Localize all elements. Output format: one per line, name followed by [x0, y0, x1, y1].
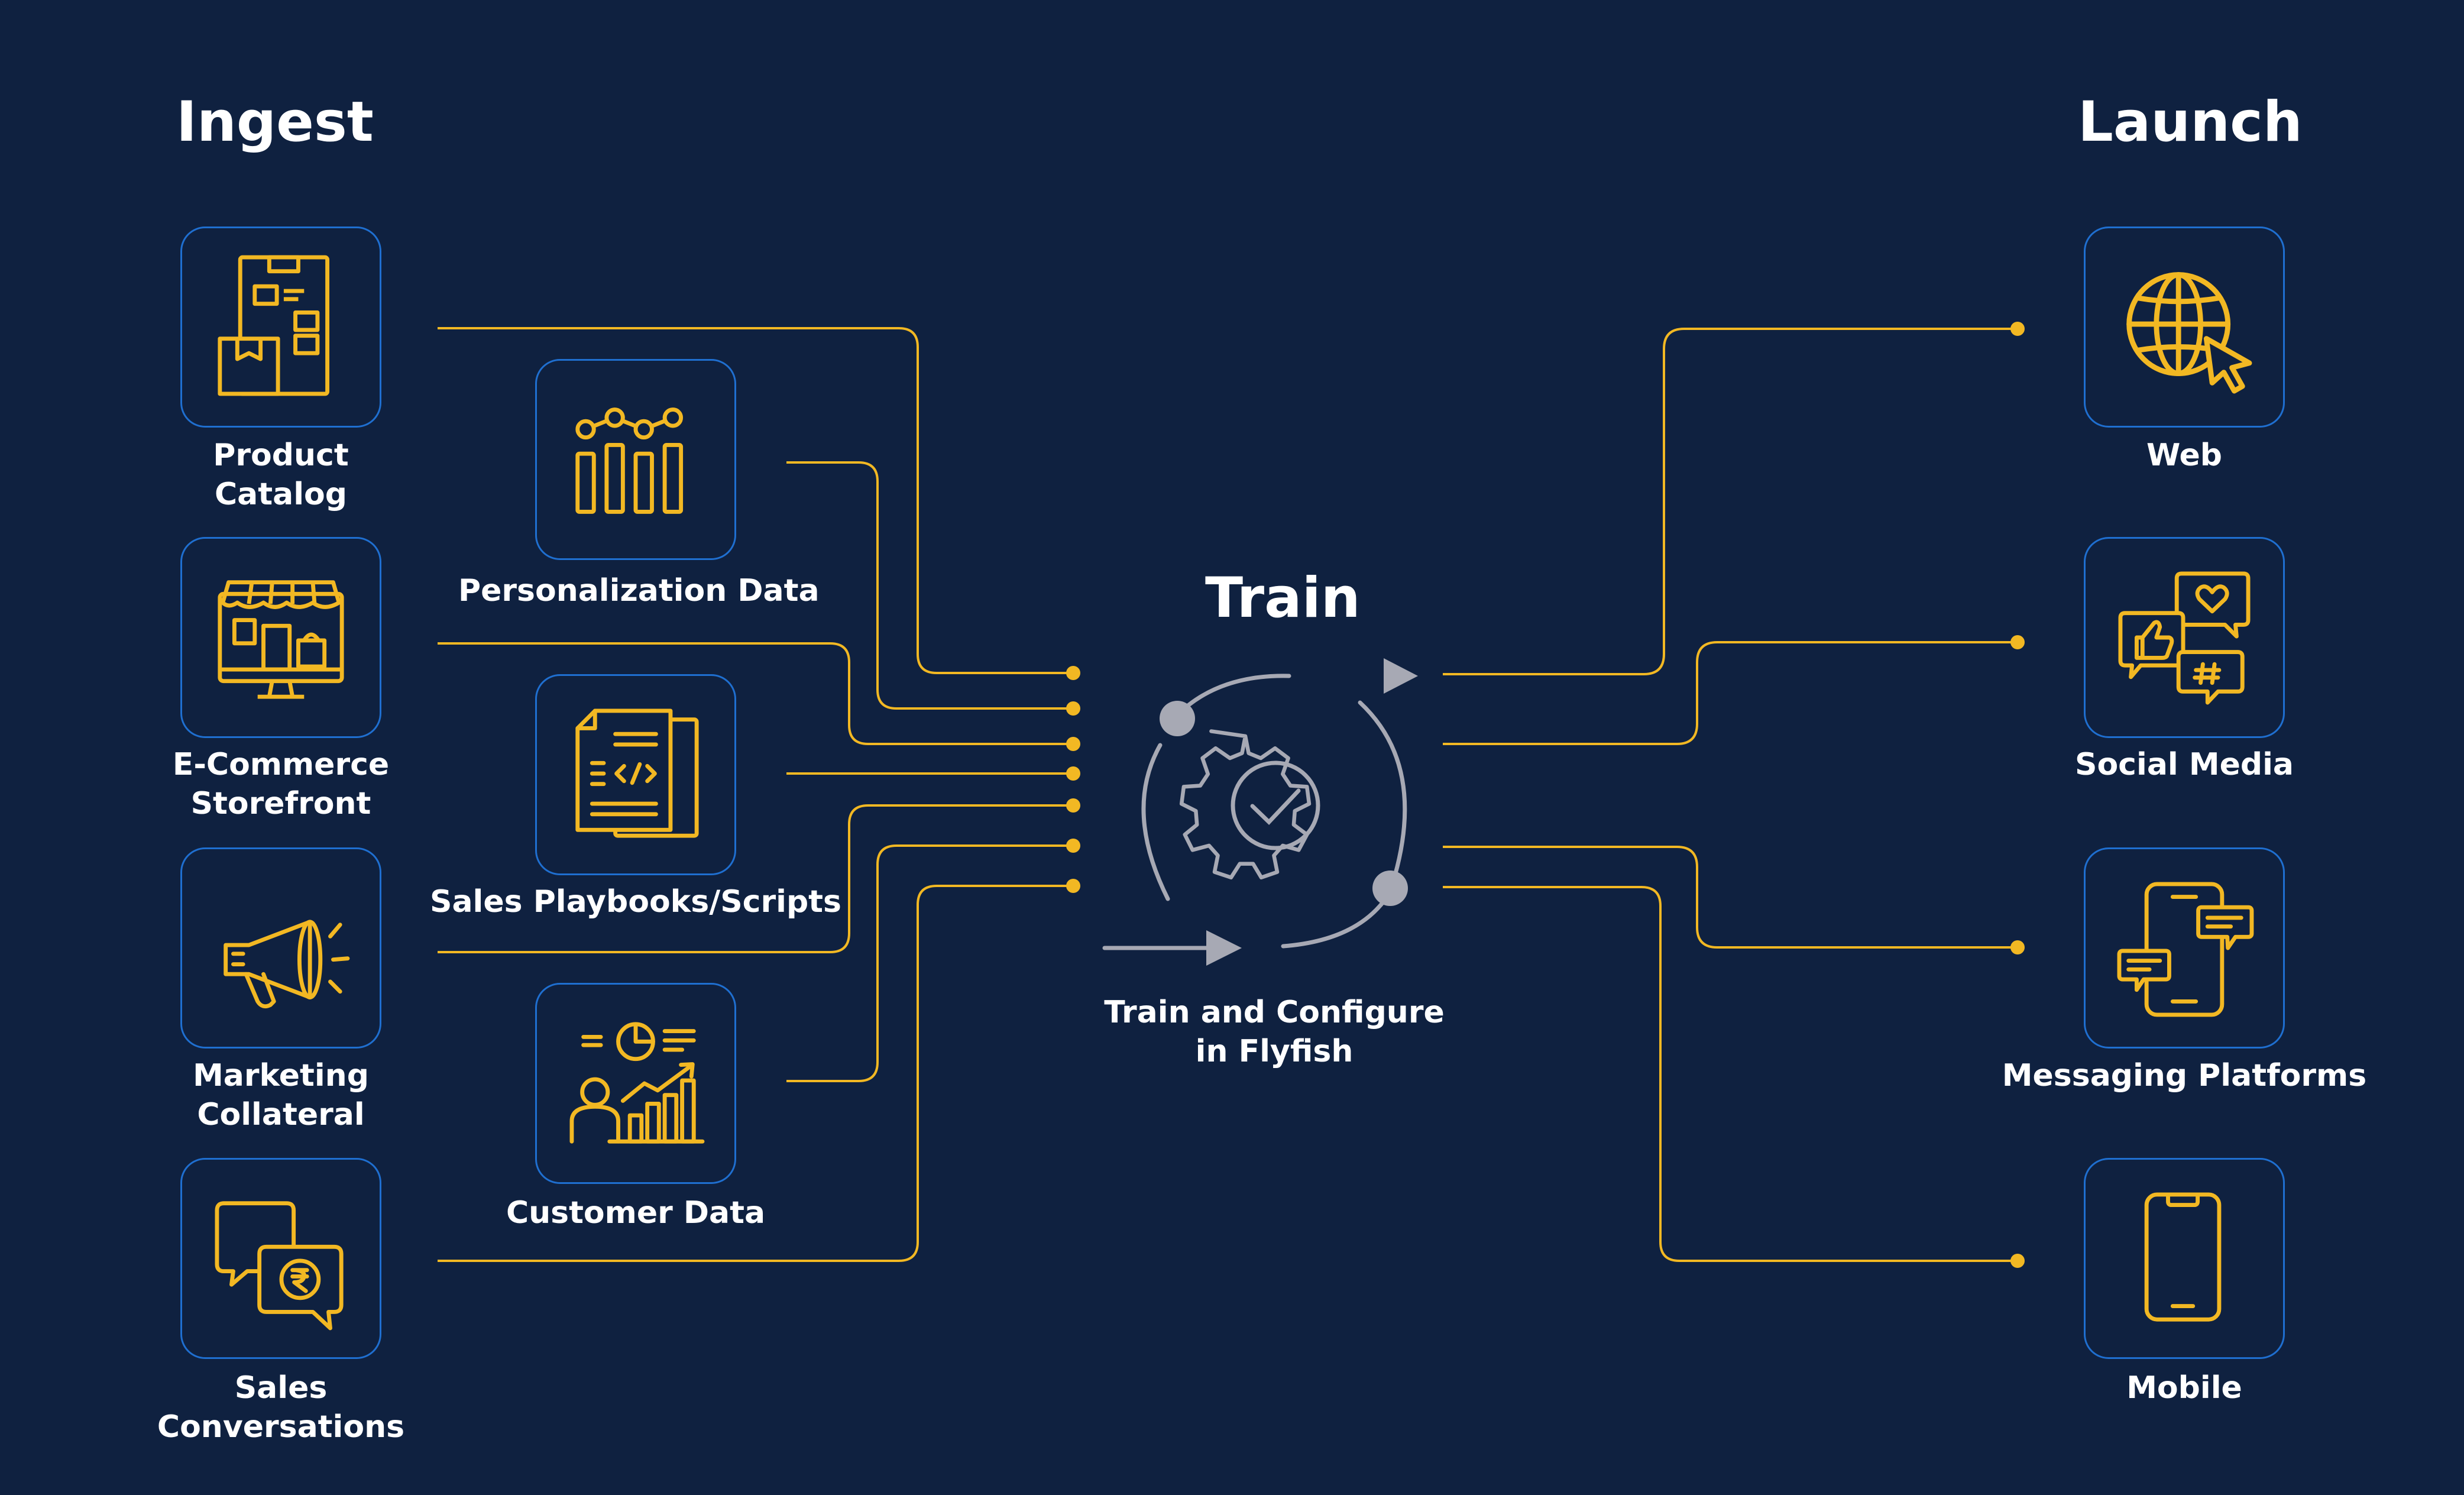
connector-personalization-data — [786, 461, 1073, 710]
personalization-data-label: Personalization Data — [458, 573, 820, 609]
sales-conversations-node — [180, 1158, 381, 1359]
mobile-label: Mobile — [2126, 1370, 2242, 1406]
storefront-icon — [218, 580, 344, 699]
junction-dot — [1066, 839, 1080, 853]
train-heading: Train — [1205, 566, 1361, 630]
product-catalog-node — [180, 226, 381, 428]
junction-dot — [2010, 635, 2025, 649]
personalization-data-node — [535, 359, 736, 560]
chat-rupee-icon — [215, 1201, 344, 1331]
phone-chat-icon — [2117, 882, 2254, 1017]
sales-playbooks-node — [535, 674, 736, 875]
connector-messaging-platforms — [1443, 846, 2018, 949]
ingest-heading: Ingest — [176, 90, 374, 154]
customer-data-label: Customer Data — [506, 1195, 766, 1231]
connector-sales-conversations — [438, 885, 1073, 1262]
connector-customer-data — [786, 844, 1073, 1082]
launch-heading: Launch — [2078, 90, 2303, 154]
gear-cycle-icon — [1102, 658, 1418, 966]
analytics-chart-icon — [575, 407, 684, 514]
product-catalog-icon — [218, 255, 330, 396]
junction-dot — [1066, 666, 1080, 680]
documents-code-icon — [575, 708, 699, 838]
junction-dot — [2010, 1254, 2025, 1268]
junction-dot — [1066, 798, 1080, 813]
web-node — [2084, 226, 2285, 428]
junction-dot — [2010, 322, 2025, 336]
globe-cursor-icon — [2126, 272, 2252, 394]
messaging-platforms-node — [2084, 847, 2285, 1049]
junction-dot — [1066, 701, 1080, 716]
connector-ecommerce-storefront — [438, 642, 1073, 745]
messaging-platforms-label: Messaging Platforms — [2002, 1058, 2367, 1093]
megaphone-icon — [224, 920, 350, 1009]
junction-dot — [1066, 737, 1080, 751]
customer-growth-icon — [569, 1022, 705, 1144]
junction-dot — [1066, 879, 1080, 893]
ecommerce-storefront-node — [180, 537, 381, 738]
junction-dot — [1066, 766, 1080, 781]
mobile-node — [2084, 1158, 2285, 1359]
social-media-label: Social Media — [2075, 747, 2294, 782]
connector-web — [1443, 328, 2018, 675]
connector-mobile — [1443, 886, 2018, 1262]
customer-data-node — [535, 983, 736, 1184]
sales-playbooks-label: Sales Playbooks/Scripts — [430, 884, 841, 920]
mobile-icon — [2144, 1192, 2222, 1322]
connector-product-catalog — [438, 327, 1073, 674]
social-bubbles-icon — [2118, 571, 2251, 705]
marketing-collateral-node — [180, 847, 381, 1049]
web-label: Web — [2146, 438, 2222, 473]
connector-social-media — [1443, 641, 2018, 745]
junction-dot — [2010, 940, 2025, 954]
social-media-node — [2084, 537, 2285, 738]
connector-marketing-collateral — [438, 804, 1073, 953]
